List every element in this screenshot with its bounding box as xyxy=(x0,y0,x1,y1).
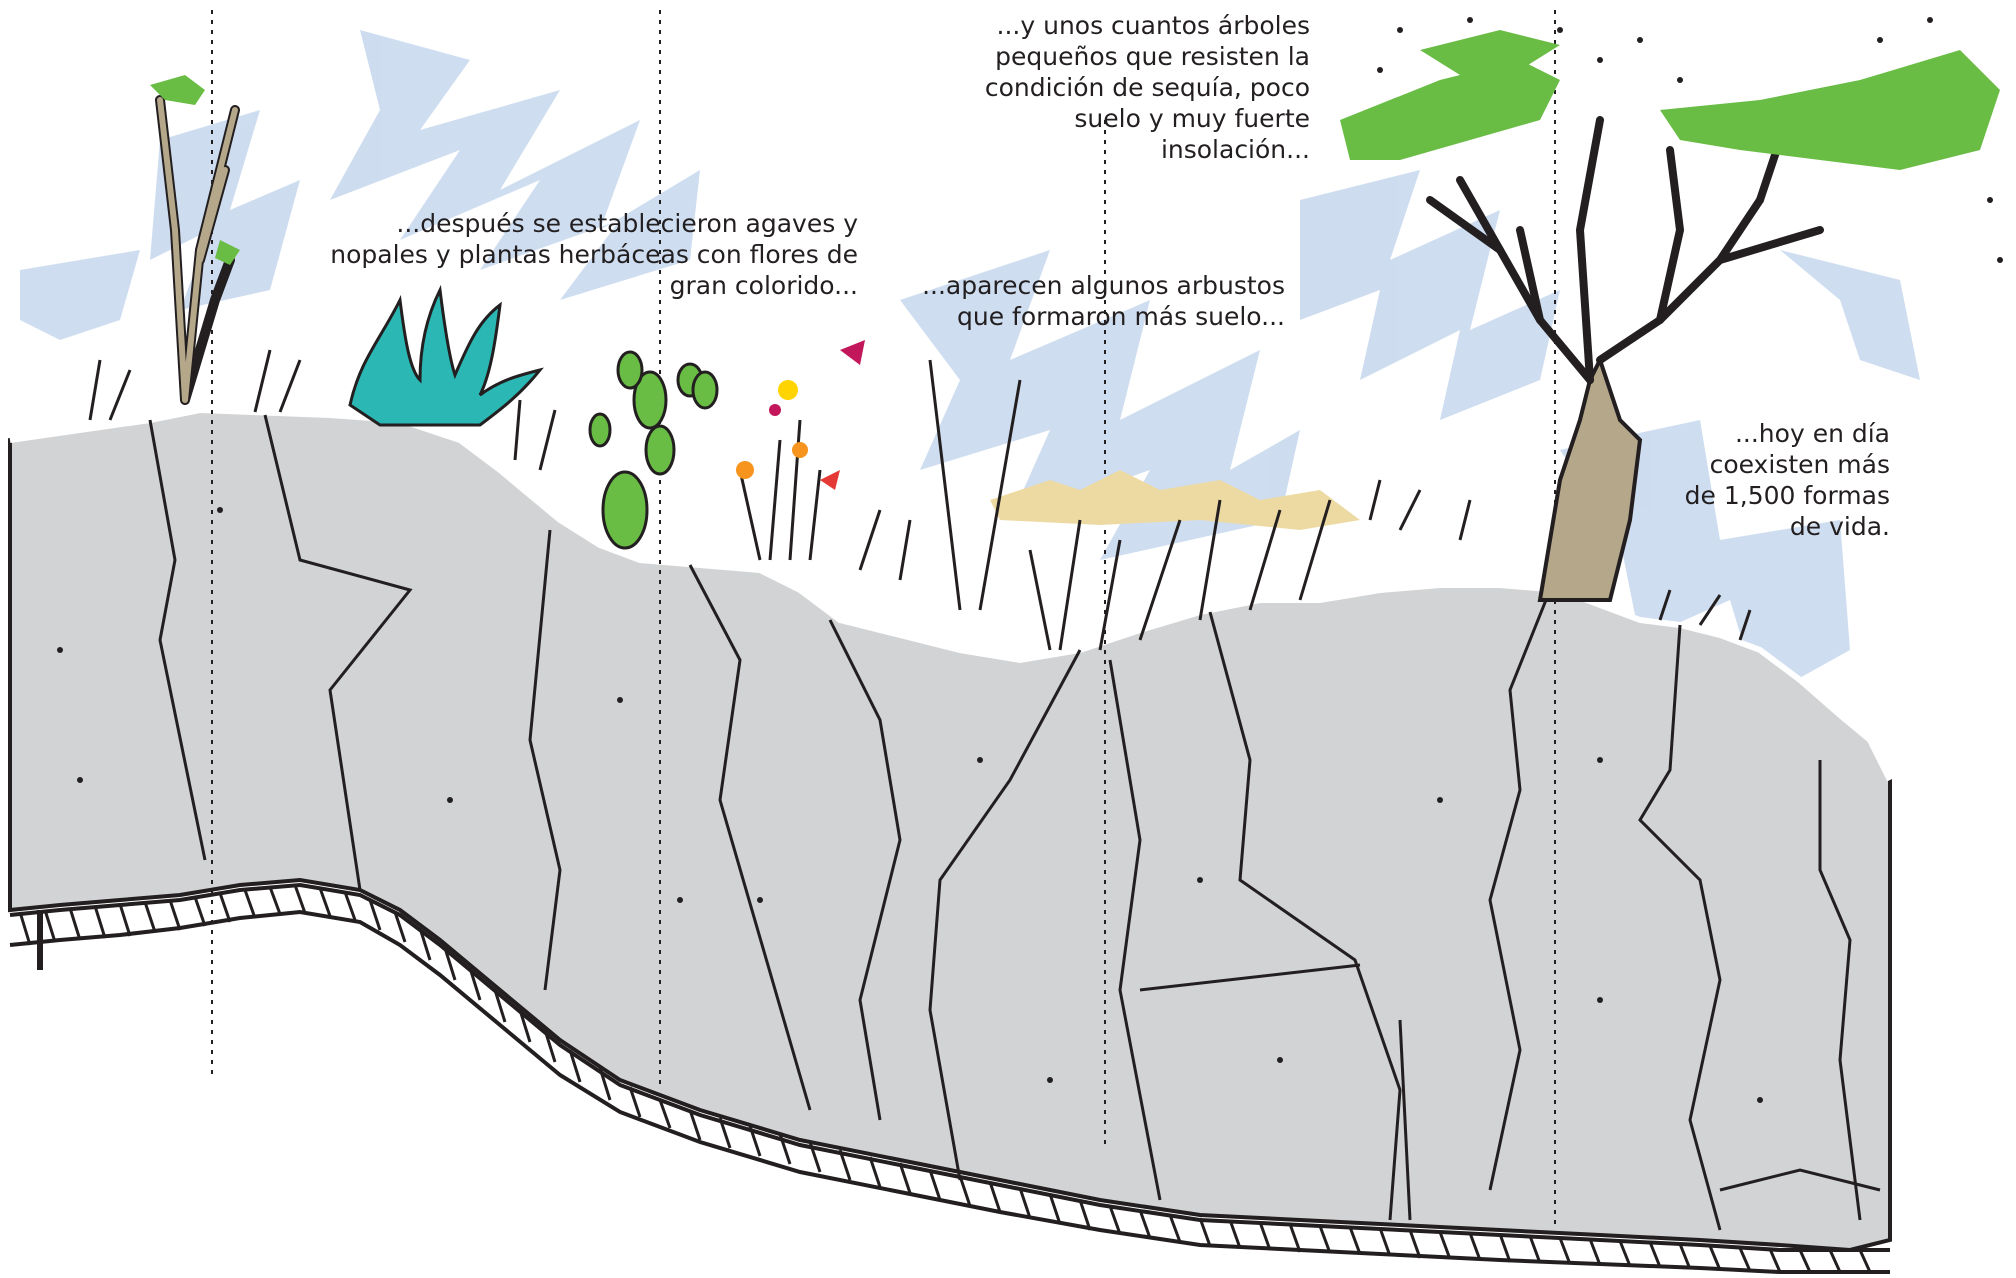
caption-today: ...hoy en día coexisten más de 1,500 for… xyxy=(1640,418,1890,542)
nopal-cactus xyxy=(590,352,717,548)
caption-line: nopales y plantas herbáceas con flores d… xyxy=(290,239,858,270)
caption-trees: ...y unos cuantos árboles pequeños que r… xyxy=(960,10,1310,165)
caption-line: ...aparecen algunos arbustos xyxy=(880,270,1285,301)
caption-line: que formaron más suelo... xyxy=(880,301,1285,332)
caption-line: gran colorido... xyxy=(290,270,858,301)
caption-line: suelo y muy fuerte xyxy=(960,103,1310,134)
caption-line: pequeños que resisten la xyxy=(960,41,1310,72)
caption-line: insolación... xyxy=(960,134,1310,165)
caption-shrubs: ...aparecen algunos arbustos que formaro… xyxy=(880,270,1285,332)
caption-line: ...después se establecieron agaves y xyxy=(290,208,858,239)
caption-line: de 1,500 formas xyxy=(1640,480,1890,511)
caption-line: de vida. xyxy=(1640,511,1890,542)
caption-line: coexisten más xyxy=(1640,449,1890,480)
caption-line: condición de sequía, poco xyxy=(960,72,1310,103)
caption-line: ...hoy en día xyxy=(1640,418,1890,449)
wildflowers xyxy=(736,340,865,560)
caption-line: ...y unos cuantos árboles xyxy=(960,10,1310,41)
caption-herbs: ...después se establecieron agaves y nop… xyxy=(290,208,858,301)
agave-plant xyxy=(350,290,540,425)
